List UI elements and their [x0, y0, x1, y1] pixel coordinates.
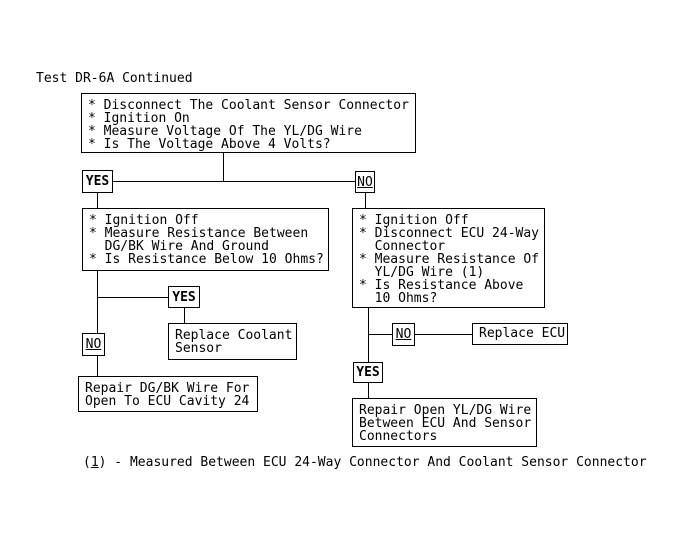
yes-tag-3: YES [353, 362, 383, 383]
question-box-right: * Ignition Off * Disconnect ECU 24-Way C… [352, 208, 545, 308]
action-box-replace-coolant-sensor: Replace Coolant Sensor [168, 323, 297, 360]
connector-left-vertical [97, 271, 98, 333]
action-box-repair-dgbk-wire: Repair DG/BK Wire For Open To ECU Cavity… [78, 376, 258, 412]
connector-yes3-down [368, 383, 369, 398]
connector-yesno-rail [113, 181, 355, 182]
footnote-text: ) - Measured Between ECU 24-Way Connecto… [98, 455, 647, 470]
connector-no3-to-ecu [415, 334, 472, 335]
connector-no1-down [365, 193, 366, 208]
footnote-ref-number: 1 [90, 455, 99, 470]
question-box-top: * Disconnect The Coolant Sensor Connecto… [81, 93, 416, 153]
no-tag-3: NO [392, 323, 415, 346]
action-box-repair-yldg-wire: Repair Open YL/DG Wire Between ECU And S… [352, 398, 537, 447]
no-tag-1: NO [355, 171, 375, 193]
connector-yes2-branch [97, 297, 168, 298]
yes-tag-1: YES [82, 170, 113, 193]
footnote: (1) - Measured Between ECU 24-Way Connec… [83, 456, 647, 469]
yes-tag-2: YES [168, 286, 200, 308]
footnote-open-paren: ( [83, 455, 91, 470]
no-tag-2: NO [82, 333, 105, 356]
connector-no2-down [97, 356, 98, 376]
action-box-replace-ecu: Replace ECU [472, 323, 568, 345]
connector-right-vertical [368, 308, 369, 362]
connector-yes2-down [184, 308, 185, 323]
connector-yes1-down [97, 193, 98, 208]
connector-no3-branch [368, 334, 392, 335]
connector-top-vertical [223, 153, 224, 182]
question-box-left: * Ignition Off * Measure Resistance Betw… [82, 208, 329, 271]
page-title: Test DR-6A Continued [36, 71, 193, 86]
